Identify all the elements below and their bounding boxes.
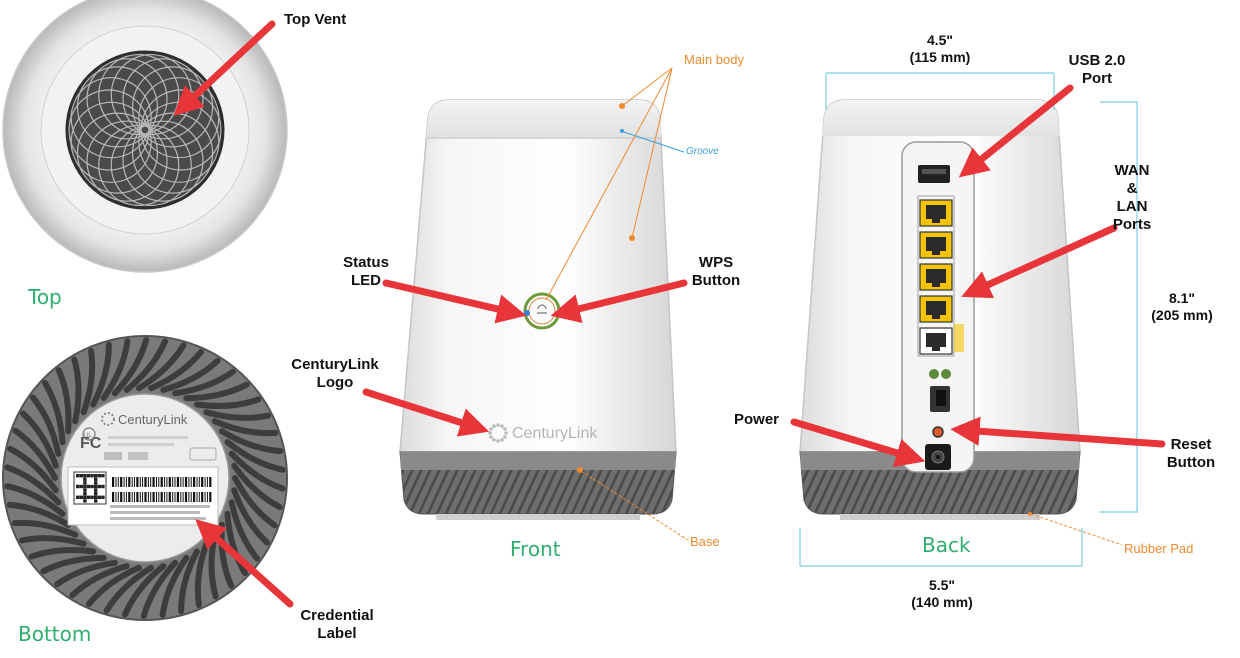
svg-text:UL: UL [84,433,92,439]
groove-label: Groove [686,146,719,157]
main-body-leaders [545,67,689,541]
height-dimension: 8.1"(205 mm) [1151,290,1213,323]
ethernet-port-icon [919,295,953,323]
status-led-icon [524,310,530,316]
width-bottom-dimension: 5.5"(140 mm) [911,577,973,610]
svg-text:CenturyLink: CenturyLink [512,425,598,442]
base-label: Base [690,534,720,549]
rubber-pad-leader [1030,513,1123,546]
top-vent-grille-icon [65,50,225,210]
top-view-label: Top [28,285,62,309]
bottom-view: CenturyLink FC UL [2,335,288,621]
svg-text:CenturyLink: CenturyLink [118,412,188,427]
power-jack-icon [925,444,951,470]
front-view-label: Front [510,537,561,561]
callout-arrows [173,20,1166,608]
rubber-pad-label: Rubber Pad [1124,541,1194,556]
front-view: CenturyLink [399,99,677,520]
back-view [799,99,1081,520]
bottom-view-label: Bottom [18,622,92,646]
ethernet-port-icon [919,231,953,259]
power-label: Power [734,411,780,428]
top-view [2,0,288,273]
bottom-label-plate: CenturyLink FC UL [67,412,219,526]
ethernet-port-icon [919,263,953,291]
wps-button-icon [523,292,561,330]
credential-barcode-icon [67,466,219,526]
centurylink-logo-icon: CenturyLink [101,412,188,427]
back-view-label: Back [922,533,971,557]
centurylink-logo-icon: CenturyLink [488,423,598,443]
width-top-dimension: 4.5"(115 mm) [909,32,971,65]
ethernet-port-icon [919,327,953,355]
ethernet-port-icon [919,199,953,227]
reset-button-icon [932,426,944,438]
groove-leader [623,131,685,153]
usb-port-icon [918,165,950,183]
top-vent-label: Top Vent [284,11,347,28]
main-body-label: Main body [684,52,744,67]
